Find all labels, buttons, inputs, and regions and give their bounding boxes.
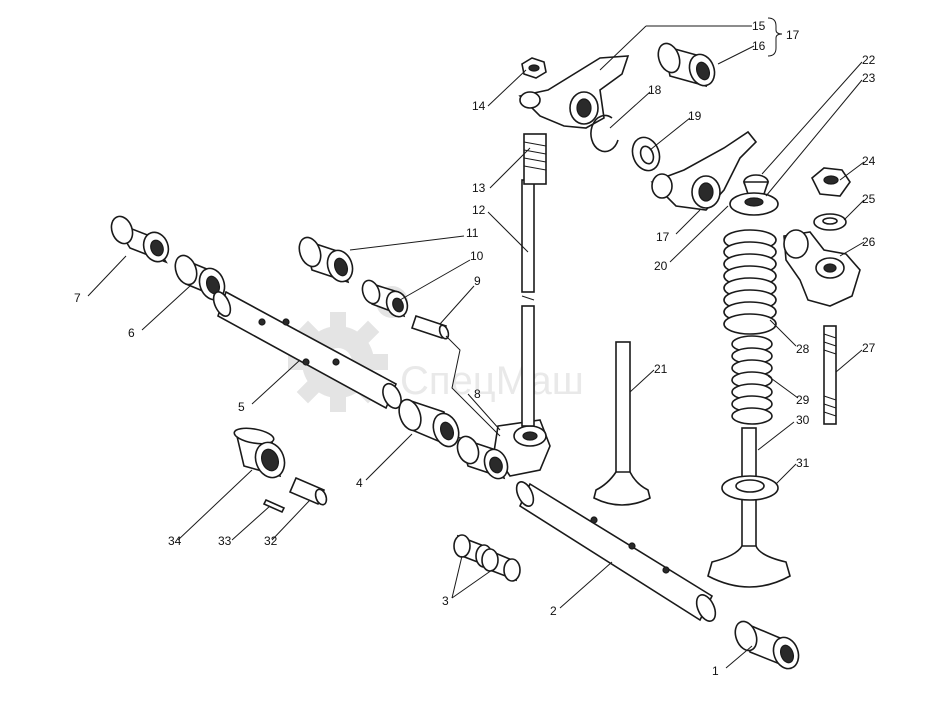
callout-9: 9	[474, 274, 481, 288]
callout-18: 18	[648, 83, 662, 97]
leader-lines	[87, 17, 865, 669]
callout-17-group: 17	[786, 28, 800, 42]
part-19-washer	[631, 136, 661, 172]
part-17-rocker-arm	[650, 130, 758, 211]
part-9-pin	[410, 314, 450, 340]
part-14-nut	[521, 57, 547, 79]
part-30-valve	[707, 427, 791, 588]
part-24-nut	[811, 167, 851, 197]
callout-15: 15	[752, 19, 766, 33]
callout-29: 29	[796, 393, 810, 407]
part-29-inner-valve-spring	[731, 335, 773, 425]
callout-33: 33	[218, 534, 232, 548]
part-31-seat	[721, 475, 779, 501]
part-21-valve	[593, 341, 651, 506]
part-10-bushing	[361, 279, 409, 318]
callout-25: 25	[862, 192, 876, 206]
callout-20: 20	[654, 259, 668, 273]
part-1-bushing	[734, 620, 800, 670]
part-3-bushing-pair	[453, 534, 521, 582]
part-4-sleeve	[398, 398, 460, 448]
callout-13: 13	[472, 181, 486, 195]
part-25-washer	[813, 213, 847, 231]
callout-26: 26	[862, 235, 876, 249]
part-26-rocker-bracket	[783, 229, 861, 307]
part-27-stud	[823, 325, 837, 425]
callout-10: 10	[470, 249, 484, 263]
callout-31: 31	[796, 456, 810, 470]
part-13-adjusting-screw	[523, 133, 547, 185]
part-16-bushing	[657, 42, 716, 88]
callout-labels: 1 2 3 4 5 6 7 8 9 10 11 12 13 14 15 16 1…	[74, 19, 876, 678]
part-33-small-pin	[262, 498, 286, 514]
callout-5: 5	[238, 400, 245, 414]
callout-2: 2	[550, 604, 557, 618]
callout-8: 8	[474, 387, 481, 401]
callout-27: 27	[862, 341, 876, 355]
part-22-valve-cotter	[742, 174, 770, 195]
callout-1: 1	[712, 664, 719, 678]
callout-24: 24	[862, 154, 876, 168]
callout-11: 11	[466, 226, 479, 240]
callout-14: 14	[472, 99, 486, 113]
callout-17: 17	[656, 230, 670, 244]
callout-30: 30	[796, 413, 810, 427]
part-23-spring-retainer	[729, 192, 779, 216]
part-11-bushing	[298, 236, 354, 284]
part-2-rocker-shaft	[515, 481, 717, 622]
part-28-outer-valve-spring	[723, 229, 777, 335]
watermark-text: СпецМаш	[400, 359, 584, 403]
callout-3: 3	[442, 594, 449, 608]
part-18-circlip	[590, 114, 619, 153]
callout-7: 7	[74, 291, 81, 305]
part-32-pin	[288, 476, 328, 506]
callout-21: 21	[654, 362, 668, 376]
part-5-rocker-shaft	[212, 290, 402, 410]
callout-28: 28	[796, 342, 810, 356]
part-34-bushing	[233, 427, 286, 479]
part-6-sleeve	[174, 254, 226, 301]
part-12-push-rod	[521, 179, 535, 427]
callout-16: 16	[752, 39, 766, 53]
callout-34: 34	[168, 534, 182, 548]
assembly-guide-lines	[445, 335, 501, 437]
callout-12: 12	[472, 203, 486, 217]
part-7-bushing	[110, 215, 170, 264]
part-15-rocker-arm	[518, 55, 630, 129]
callout-4: 4	[356, 476, 363, 490]
callout-6: 6	[128, 326, 135, 340]
callout-19: 19	[688, 109, 702, 123]
callout-22: 22	[862, 53, 876, 67]
part-rocker-arm-lower	[456, 419, 551, 480]
callout-23: 23	[862, 71, 876, 85]
callout-32: 32	[264, 534, 278, 548]
